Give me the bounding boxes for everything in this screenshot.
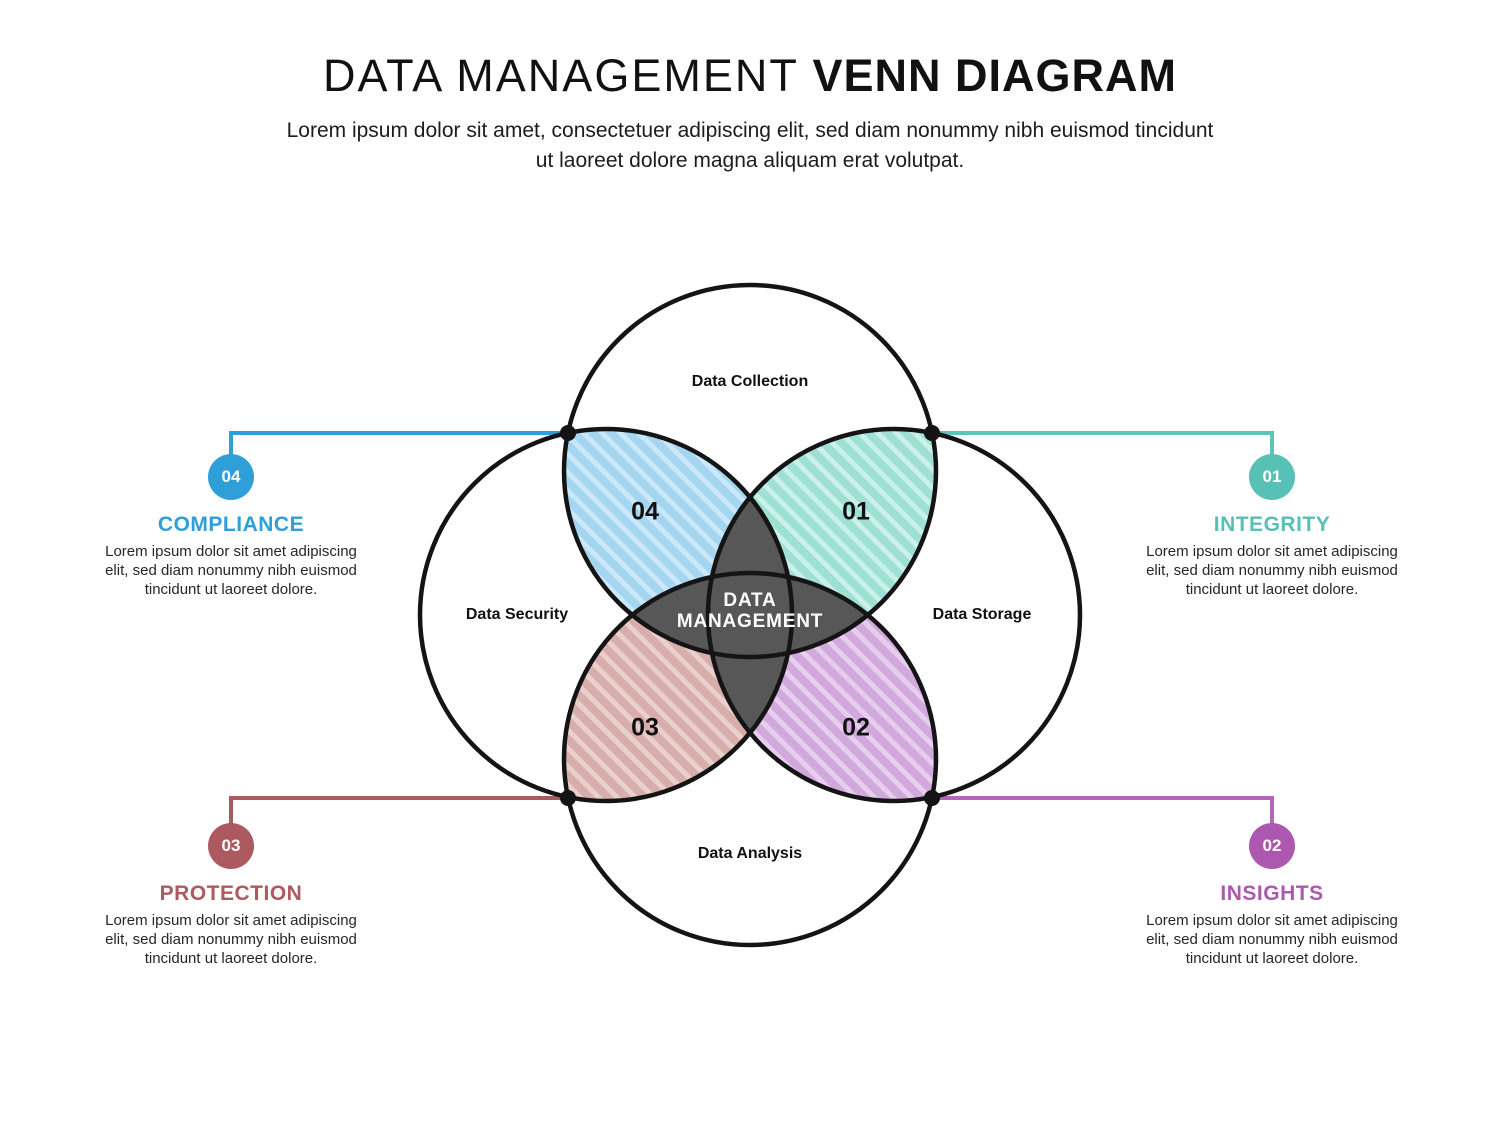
connector-insights	[932, 796, 1274, 827]
junction-dot-top-right	[924, 425, 940, 441]
page-subtitle: Lorem ipsum dolor sit amet, consectetuer…	[0, 116, 1500, 176]
connector-compliance	[229, 431, 568, 458]
header: DATA MANAGEMENT VENN DIAGRAM Lorem ipsum…	[0, 50, 1500, 176]
overlap-region-top-right	[750, 429, 936, 615]
overlap-region-top-left	[564, 429, 750, 615]
label-data-analysis: Data Analysis	[697, 845, 803, 862]
label-data-security: Data Security	[465, 606, 569, 623]
insights-title: INSIGHTS	[1220, 882, 1324, 905]
label-data-collection: Data Collection	[691, 373, 809, 390]
protection-body: Lorem ipsum dolor sit amet adipiscing el…	[105, 912, 357, 967]
overlap-region-bottom-right	[750, 615, 936, 801]
insights-body: Lorem ipsum dolor sit amet adipiscing el…	[1146, 912, 1398, 967]
overlap-number-04: 04	[631, 497, 659, 526]
insights-number-badge: 02	[1249, 823, 1295, 869]
callout-integrity: 01 INTEGRITY Lorem ipsum dolor sit amet …	[1102, 454, 1442, 599]
label-data-storage: Data Storage	[932, 606, 1032, 623]
subtitle-line-2: ut laoreet dolore magna aliquam erat vol…	[535, 149, 965, 172]
overlap-number-03: 03	[631, 713, 659, 742]
subtitle-line-1: Lorem ipsum dolor sit amet, consectetuer…	[286, 119, 1214, 142]
junction-dot-top-left	[560, 425, 576, 441]
overlap-number-02: 02	[842, 713, 870, 742]
integrity-body: Lorem ipsum dolor sit amet adipiscing el…	[1146, 543, 1398, 598]
compliance-body: Lorem ipsum dolor sit amet adipiscing el…	[105, 543, 357, 598]
callout-insights: 02 INSIGHTS Lorem ipsum dolor sit amet a…	[1102, 823, 1442, 968]
circle-data-security	[417, 426, 795, 804]
compliance-number-badge: 04	[208, 454, 254, 500]
integrity-title: INTEGRITY	[1213, 513, 1331, 536]
center-label: DATA MANAGEMENT	[676, 590, 824, 632]
page-title: DATA MANAGEMENT VENN DIAGRAM	[0, 50, 1500, 102]
overlap-number-01: 01	[842, 497, 870, 526]
page-title-regular: DATA MANAGEMENT	[322, 50, 813, 101]
integrity-number-badge: 01	[1249, 454, 1295, 500]
compliance-title: COMPLIANCE	[157, 513, 305, 536]
circle-data-storage	[705, 426, 1083, 804]
callout-protection: 03 PROTECTION Lorem ipsum dolor sit amet…	[61, 823, 401, 968]
protection-number-badge: 03	[208, 823, 254, 869]
center-star-region	[632, 497, 868, 733]
page-title-bold: VENN DIAGRAM	[812, 50, 1178, 101]
circle-data-collection	[561, 282, 939, 660]
protection-title: PROTECTION	[159, 882, 303, 905]
callout-compliance: 04 COMPLIANCE Lorem ipsum dolor sit amet…	[61, 454, 401, 599]
connector-integrity	[932, 431, 1274, 458]
junction-dot-bottom-right	[924, 790, 940, 806]
junction-dot-bottom-left	[560, 790, 576, 806]
connector-protection	[229, 796, 568, 827]
overlap-region-bottom-left	[564, 615, 750, 801]
circle-data-analysis	[561, 570, 939, 948]
